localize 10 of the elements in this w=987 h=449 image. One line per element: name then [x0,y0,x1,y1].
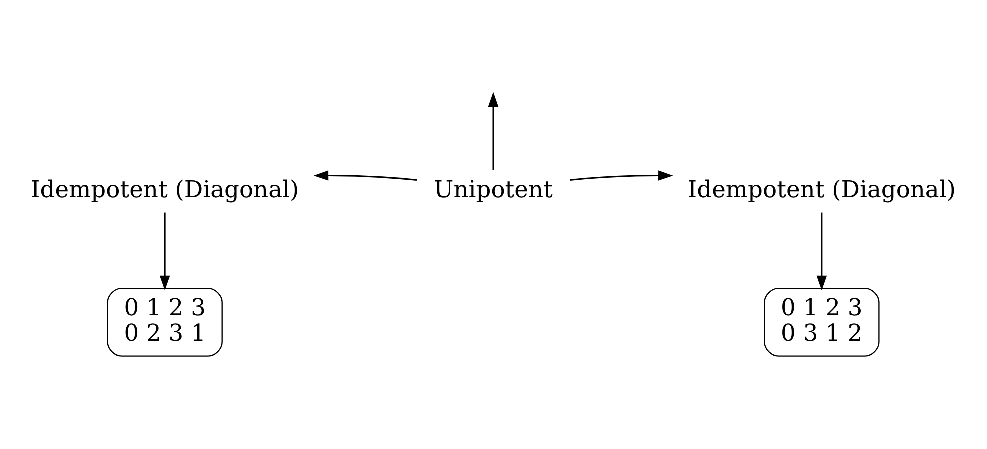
node-box: 0 1 2 3 0 3 1 2 [764,287,880,356]
arrow [570,170,674,180]
arrow [488,92,499,170]
arrow [816,212,828,290]
node-text: Idempotent (Diagonal) [688,174,956,203]
node-box: 0 1 2 3 0 2 3 1 [107,287,223,356]
node-text: Unipotent [434,174,553,203]
node-text: Idempotent (Diagonal) [31,174,300,203]
arrow [160,212,170,290]
arrow [314,170,418,180]
